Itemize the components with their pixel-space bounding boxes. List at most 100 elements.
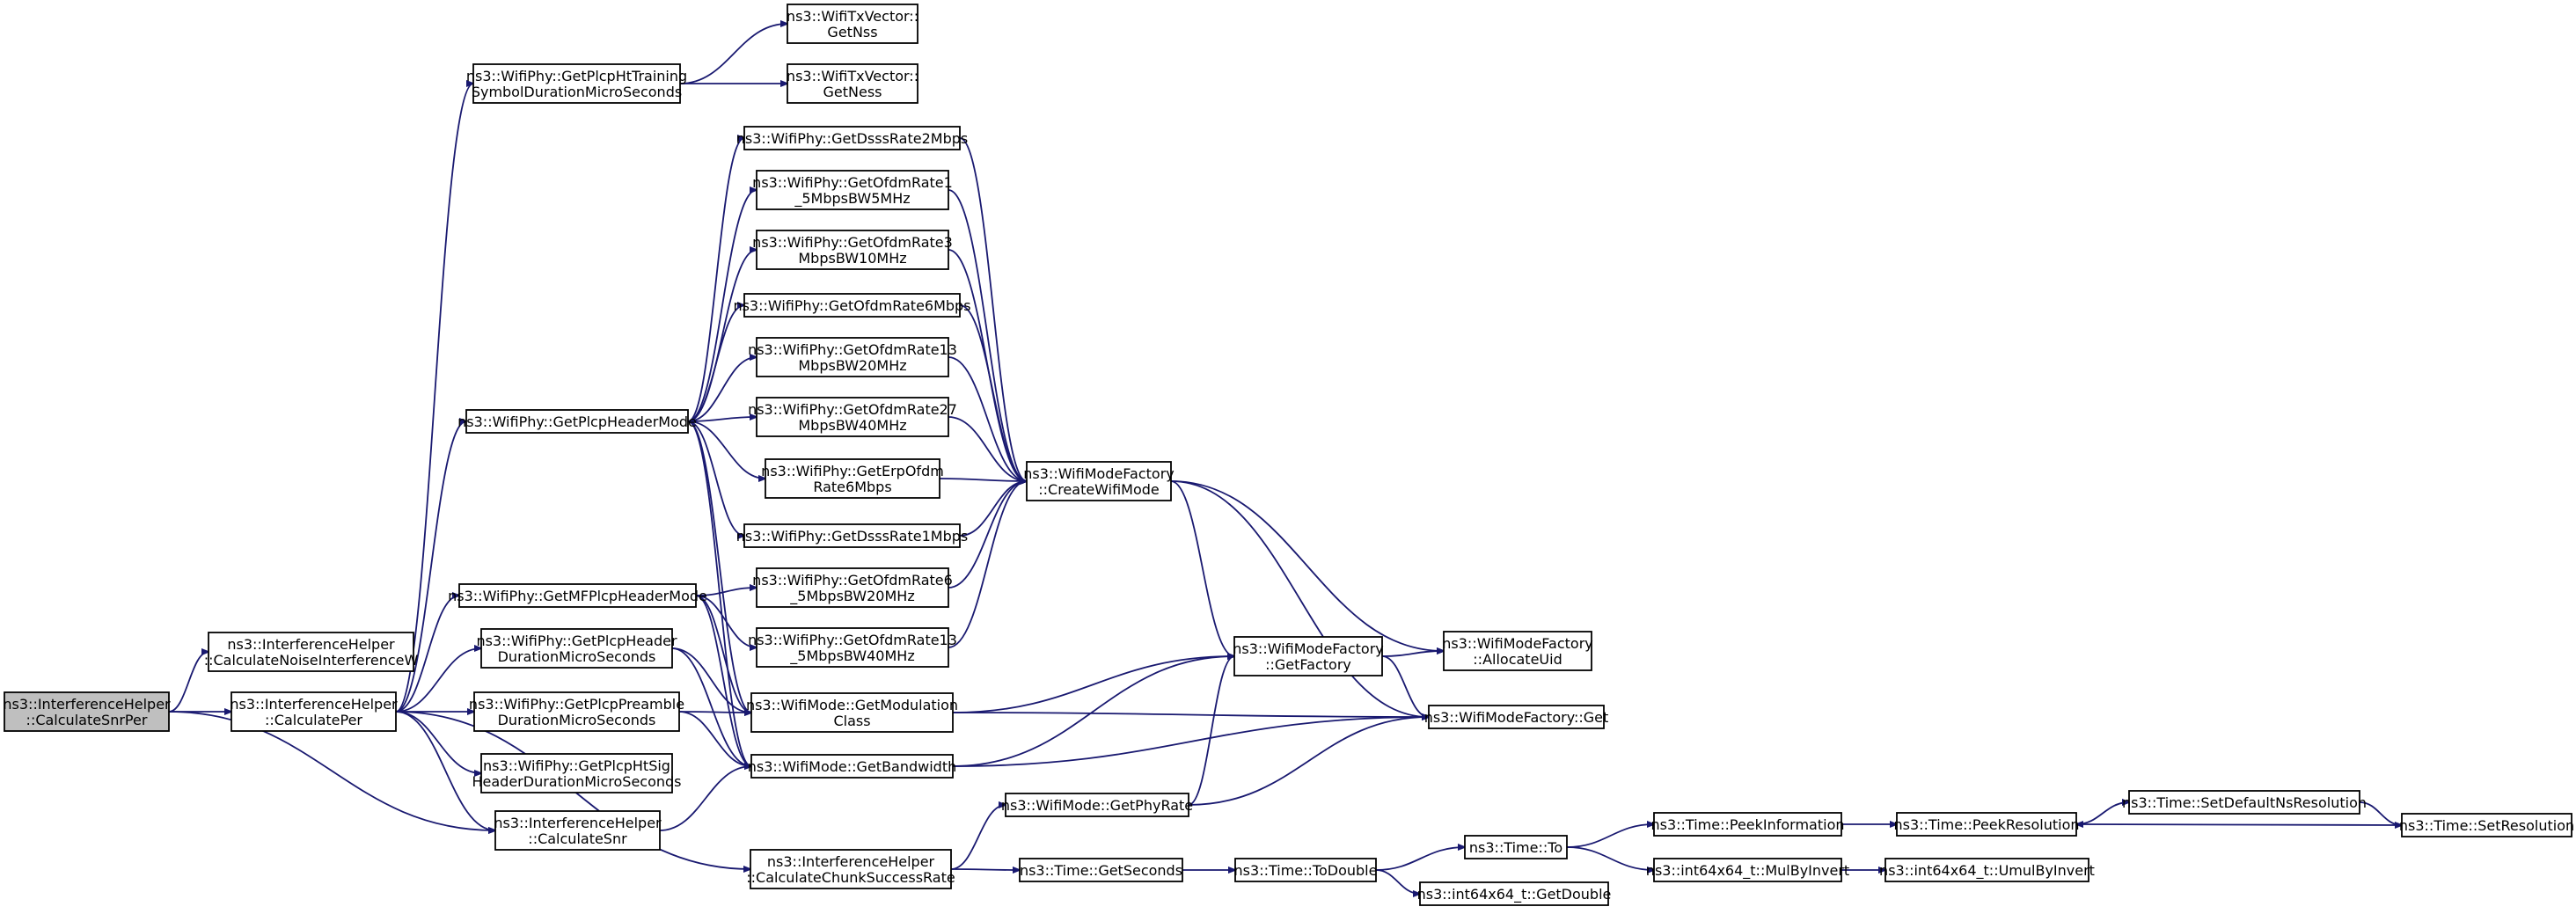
node-get-seconds[interactable]: ns3::Time::GetSeconds [1019,858,1183,882]
node-label-line: ns3::WifiModeFactory [1023,465,1174,482]
edge-header-dur-to-bandwidth [671,647,751,766]
nodes: ns3::InterferenceHelper::CalculateSnrPer… [3,4,2574,906]
node-calc-chunk[interactable]: ns3::InterferenceHelper::CalculateChunkS… [746,849,955,889]
edge-preamble-dur-to-bandwidth [678,711,751,766]
edge-erp6-to-create-mode [939,479,1027,481]
node-label-line: ns3::WifiPhy::GetPlcpHeaderMode [457,413,697,430]
node-label-line: ns3::InterferenceHelper [494,815,662,831]
node-ht-training[interactable]: ns3::WifiPhy::GetPlcpHtTrainingSymbolDur… [466,63,687,104]
node-box [473,691,680,732]
node-label-line: MbpsBW20MHz [798,357,906,374]
node-label-line: ns3::WifiPhy::GetPlcpHtTraining [466,68,687,84]
node-label-line: _5MbpsBW40MHz [789,647,914,665]
node-box [1884,858,2089,882]
node-box [465,409,689,434]
node-set-default-ns[interactable]: ns3::Time::SetDefaultNsResolution [2122,790,2367,815]
node-box [1419,881,1609,906]
edge-mod-class-to-get-factory [952,656,1234,713]
node-factory-get[interactable]: ns3::WifiModeFactory::Get [1424,705,1609,729]
edge-mf-header-mode-to-mod-class [695,595,751,713]
node-label-line: ns3::WifiPhy::GetOfdmRate27 [748,401,957,418]
edge-phy-rate-to-factory-get [1188,717,1429,806]
node-label-line: ns3::Time::PeekResolution [1893,816,2079,833]
edge-create-mode-to-factory-get [1170,480,1429,717]
edge-calc-chunk-to-get-seconds [950,869,1020,870]
node-root[interactable]: ns3::InterferenceHelper::CalculateSnrPer [3,691,171,732]
node-label-line: DurationMicroSeconds [498,712,656,728]
node-label-line: ::CalculateSnr [528,830,627,847]
node-label-line: ns3::WifiPhy::GetOfdmRate6Mbps [733,297,970,314]
node-box [743,523,961,548]
node-header-dur[interactable]: ns3::WifiPhy::GetPlcpHeaderDurationMicro… [476,628,677,669]
edge-create-mode-to-get-factory [1170,480,1234,656]
node-label-line: DurationMicroSeconds [498,648,656,665]
node-calc-per[interactable]: ns3::InterferenceHelper::CalculatePer [230,691,398,732]
node-phy-rate[interactable]: ns3::WifiMode::GetPhyRate [1001,793,1193,817]
node-calc-snr[interactable]: ns3::InterferenceHelper::CalculateSnr [494,810,662,851]
node-box [743,293,961,318]
node-label-line: ns3::WifiPhy::GetOfdmRate13 [748,632,957,648]
node-mul-by-invert[interactable]: ns3::int64x64_t::MulByInvert [1646,858,1849,882]
node-bandwidth[interactable]: ns3::WifiMode::GetBandwidth [748,754,957,779]
node-box [1026,461,1172,501]
node-dsss1[interactable]: ns3::WifiPhy::GetDsssRate1Mbps [736,523,968,548]
node-mf-header-mode[interactable]: ns3::WifiPhy::GetMFPlcpHeaderMode [448,583,707,608]
edge-dsss2-to-create-mode [959,137,1027,481]
node-label-line: ns3::WifiPhy::GetMFPlcpHeaderMode [448,588,707,604]
node-label-line: ::CalculateNoiseInterferenceW [204,652,419,669]
edge-header-dur-to-mod-class [671,647,751,713]
node-header-mode[interactable]: ns3::WifiPhy::GetPlcpHeaderMode [457,409,697,434]
edge-mf-header-mode-to-ofdm6-5 [695,588,757,596]
node-label-line: Rate6Mbps [813,479,891,495]
node-box [494,810,661,851]
node-ofdm6-5[interactable]: ns3::WifiPhy::GetOfdmRate6_5MbpsBW20MHz [752,567,953,608]
node-label-line: ::CalculateSnrPer [26,712,148,728]
edge-time-to-to-mul-by-invert [1566,846,1654,870]
node-peek-info[interactable]: ns3::Time::PeekInformation [1650,812,1845,837]
node-get-double[interactable]: ns3::int64x64_t::GetDouble [1417,881,1612,906]
node-to-double[interactable]: ns3::Time::ToDouble [1234,858,1378,882]
node-dsss2[interactable]: ns3::WifiPhy::GetDsssRate2Mbps [736,126,968,150]
node-label-line: ::CalculateChunkSuccessRate [746,869,955,886]
node-label-line: MbpsBW10MHz [798,250,906,267]
node-label-line: Class [833,713,870,729]
node-box [1233,636,1383,676]
node-box [750,849,952,889]
edge-calc-per-to-mf-header-mode [395,596,459,713]
edge-ofdm1-5-to-create-mode [948,189,1027,481]
node-set-res[interactable]: ns3::Time::SetResolution [2399,813,2574,837]
node-ofdm6[interactable]: ns3::WifiPhy::GetOfdmRate6Mbps [733,293,971,318]
node-time-to[interactable]: ns3::Time::To [1464,835,1568,859]
node-label-line: ns3::Time::ToDouble [1234,862,1378,879]
node-ht-sig-dur[interactable]: ns3::WifiPhy::GetPlcpHtSigHeaderDuration… [472,753,682,793]
node-get-nss[interactable]: ns3::WifiTxVector::GetNss [787,4,918,44]
edge-calc-per-to-calc-snr [395,711,495,830]
node-alloc-uid[interactable]: ns3::WifiModeFactory::AllocateUid [1442,631,1593,671]
node-ofdm13-5[interactable]: ns3::WifiPhy::GetOfdmRate13_5MbpsBW40MHz [748,627,957,668]
node-ofdm1-5[interactable]: ns3::WifiPhy::GetOfdmRate1_5MbpsBW5MHz [752,170,953,210]
node-create-mode[interactable]: ns3::WifiModeFactory::CreateWifiMode [1023,461,1175,501]
node-box [743,126,961,150]
node-label-line: ns3::WifiPhy::GetErpOfdm [761,463,944,479]
edge-get-factory-to-alloc-uid [1381,651,1444,657]
edge-ht-training-to-get-nss [679,24,787,84]
node-label-line: ns3::InterferenceHelper [767,853,935,870]
node-box [1005,793,1189,817]
node-box [1428,705,1605,729]
node-peek-res[interactable]: ns3::Time::PeekResolution [1893,812,2080,837]
node-box [756,627,949,668]
node-get-factory[interactable]: ns3::WifiModeFactory::GetFactory [1233,636,1384,676]
edge-header-mode-to-ofdm13 [687,357,757,422]
node-get-ness[interactable]: ns3::WifiTxVector::GetNess [787,63,918,104]
node-umul-by-invert[interactable]: ns3::int64x64_t::UmulByInvert [1879,858,2095,882]
node-label-line: GetNess [823,84,882,100]
node-calc-noise[interactable]: ns3::InterferenceHelper::CalculateNoiseI… [204,632,419,672]
node-preamble-dur[interactable]: ns3::WifiPhy::GetPlcpPreambleDurationMic… [469,691,684,732]
node-label-line: HeaderDurationMicroSeconds [472,773,681,790]
node-box [480,753,673,793]
